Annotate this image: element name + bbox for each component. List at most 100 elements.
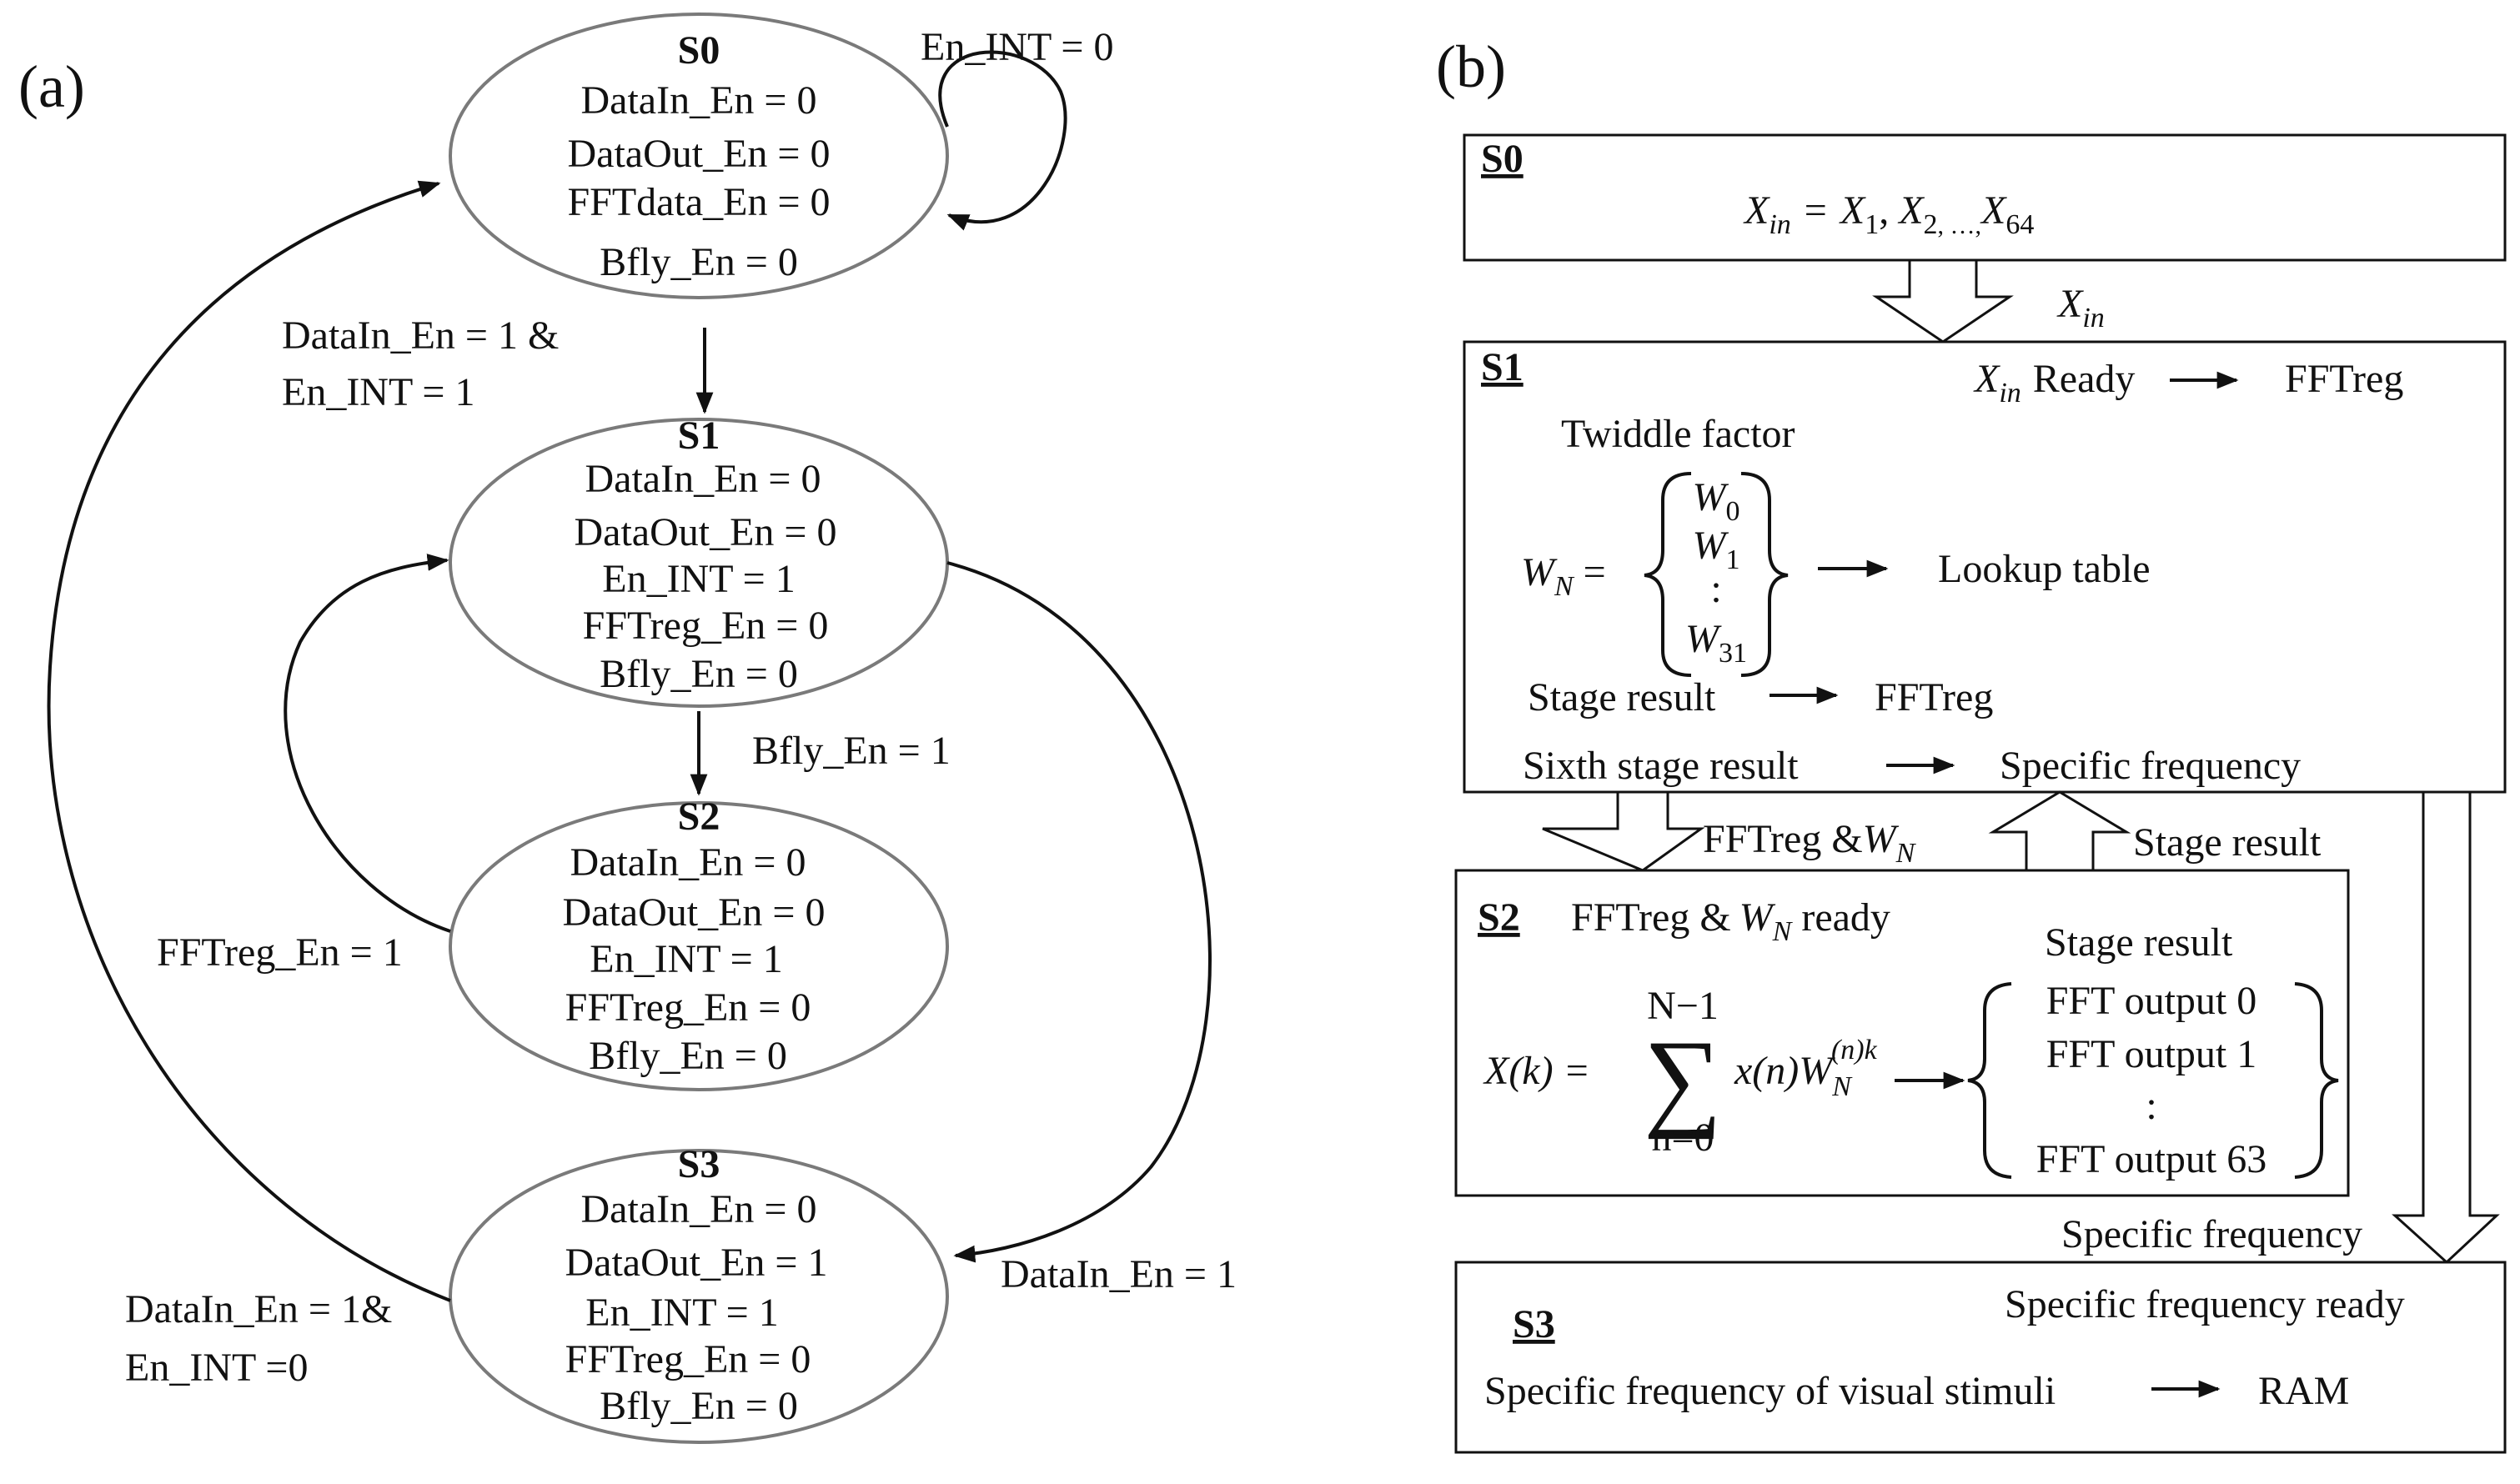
s1-matrix-entry: : — [1710, 567, 1721, 611]
state-s2-name: S2 — [678, 795, 720, 839]
s2-output-item: FFT output 1 — [2046, 1032, 2257, 1076]
state-s0-line: Bfly_En = 0 — [600, 240, 798, 284]
box-s0-title: S0 — [1481, 137, 1524, 181]
s1-sixth-target: Specific frequency — [2000, 744, 2301, 788]
box-s3-title: S3 — [1513, 1302, 1555, 1346]
arrow-s1-s2-text: FFTreg & — [1703, 817, 1863, 861]
transition-s3-s0-label: En_INT =0 — [125, 1346, 309, 1390]
s1-wn-sub: N — [1554, 571, 1575, 602]
state-s0: S0 DataIn_En = 0 DataOut_En = 0 FFTdata_… — [449, 13, 949, 299]
state-s0-name: S0 — [678, 28, 720, 73]
s2-body: x(n)W — [1734, 1049, 1835, 1093]
arrow-s0-s1 — [1872, 258, 2014, 343]
arrow-s0-s1-label: Xin — [2056, 282, 2105, 333]
eq-equals: = — [1805, 188, 1827, 233]
s2-sum-bottom: n=0 — [1651, 1116, 1714, 1160]
arrow-s1-s2 — [1542, 790, 1705, 872]
state-s3-line: FFTreg_En = 0 — [565, 1337, 811, 1381]
s1-stage-result: Stage result — [1528, 675, 1716, 719]
state-s1-line: DataOut_En = 0 — [575, 510, 837, 554]
s1-wn: WN= — [1521, 550, 1606, 602]
s2-output-left-brace — [1967, 982, 2012, 1179]
arrow-wn-sub: N — [1895, 838, 1917, 869]
s3-ready: Specific frequency ready — [2005, 1282, 2405, 1326]
state-s2-line: Bfly_En = 0 — [589, 1034, 787, 1078]
state-s0-ellipse — [449, 13, 949, 299]
arrow-wn-var: W — [1863, 817, 1900, 861]
s2-output-item: FFT output 63 — [2036, 1137, 2267, 1181]
state-s3-line: DataOut_En = 1 — [565, 1241, 828, 1285]
eq-x64-var: X — [1980, 188, 2007, 233]
state-s1-line: En_INT = 1 — [602, 557, 796, 601]
s1-matrix-entry: W0 — [1693, 475, 1740, 527]
box-s2-frame — [1454, 869, 2350, 1197]
eq-x1-sub: 1 — [1865, 209, 1879, 240]
transition-s0-self-label: En_INT = 0 — [921, 25, 1114, 69]
box-s2-title: S2 — [1478, 895, 1520, 940]
s1-xin-var: X — [1973, 357, 2000, 401]
state-s1-name: S1 — [678, 414, 720, 458]
s2-sum-sign: ∑ — [1644, 1017, 1722, 1140]
transition-s0-s1-label: DataIn_En = 1 & — [282, 313, 559, 358]
panel-a: (a) S0 DataIn_En = 0 DataOut_En = 0 FFTd… — [18, 13, 1237, 1444]
s1-stage-target: FFTreg — [1875, 675, 1993, 719]
transition-s2-s1-arrow — [284, 554, 451, 933]
state-s1-line: Bfly_En = 0 — [600, 652, 798, 696]
arrow-xin-var: X — [2056, 282, 2084, 326]
s3-target: RAM — [2258, 1369, 2349, 1413]
state-s3-line: DataIn_En = 0 — [581, 1187, 817, 1231]
eq-x1-var: X — [1839, 188, 1866, 233]
state-s3: S3 DataIn_En = 0 DataOut_En = 1 En_INT =… — [449, 1142, 949, 1444]
s2-formula-lhs: X(k) = — [1483, 1049, 1590, 1093]
s1-matrix-entry: W1 — [1693, 524, 1740, 575]
s2-wn-var: W — [1739, 895, 1776, 940]
s1-matrix-left-brace — [1644, 472, 1692, 677]
box-s1-title: S1 — [1481, 345, 1524, 389]
transition-s3-s0-arrow — [47, 180, 451, 1302]
state-s2-line: DataOut_En = 0 — [563, 890, 826, 935]
state-s3-ellipse — [449, 1149, 949, 1444]
s2-output-item: : — [2146, 1084, 2156, 1128]
state-s2-line: FFTreg_En = 0 — [565, 985, 811, 1030]
state-s3-name: S3 — [678, 1142, 720, 1186]
s2-output-item: FFT output 0 — [2046, 979, 2257, 1023]
state-s2-line: En_INT = 1 — [590, 937, 783, 981]
box-s0-equation: Xin=X1, X2, …,X64 — [1743, 188, 2034, 240]
s2-body-sup: (n)k — [1831, 1035, 1878, 1065]
s1-sixth-stage: Sixth stage result — [1523, 744, 1799, 788]
s1-matrix-right-brace — [1740, 472, 1789, 677]
state-s3-line: En_INT = 1 — [585, 1291, 779, 1335]
s1-ready-word: Ready — [2033, 357, 2136, 401]
state-s1-line: DataIn_En = 0 — [585, 457, 821, 501]
transition-s2-s1-label: FFTreg_En = 1 — [157, 930, 403, 975]
s2-sum-top: N−1 — [1647, 984, 1719, 1028]
transition-s1-s3-arrow — [946, 561, 1212, 1263]
state-s2: S2 DataIn_En = 0 DataOut_En = 0 En_INT =… — [449, 795, 949, 1091]
state-s2-line: DataIn_En = 0 — [570, 840, 806, 885]
box-s0: S0 Xin=X1, X2, …,X64 — [1463, 133, 2507, 262]
eq-x2-sub: 2 — [1924, 209, 1938, 240]
arrow-s1-s3-label: Specific frequency — [2061, 1212, 2362, 1256]
arrow-s1-s3 — [2392, 790, 2500, 1265]
arrow-s2-s1-label: Stage result — [2133, 820, 2322, 865]
s3-line: Specific frequency of visual stimuli — [1484, 1369, 2056, 1413]
eq-xin-var: X — [1743, 188, 1770, 233]
s1-matrix-entry: W31 — [1685, 617, 1747, 669]
panel-b-label: (b) — [1436, 33, 1506, 100]
s1-lookup-label: Lookup table — [1938, 547, 2151, 591]
s1-wn-var: W — [1521, 550, 1558, 594]
s2-output-right-brace — [2294, 982, 2339, 1179]
transition-s3-s0-label: DataIn_En = 1& — [125, 1287, 392, 1331]
arrow-xin-sub: in — [2082, 303, 2104, 333]
s2-stage-result: Stage result — [2045, 920, 2233, 965]
box-s3: S3 Specific frequency ready Specific fre… — [1454, 1261, 2507, 1454]
s2-wn-sub: N — [1772, 916, 1794, 947]
state-s1-line: FFTreg_En = 0 — [583, 604, 829, 648]
state-s3-line: Bfly_En = 0 — [600, 1384, 798, 1428]
